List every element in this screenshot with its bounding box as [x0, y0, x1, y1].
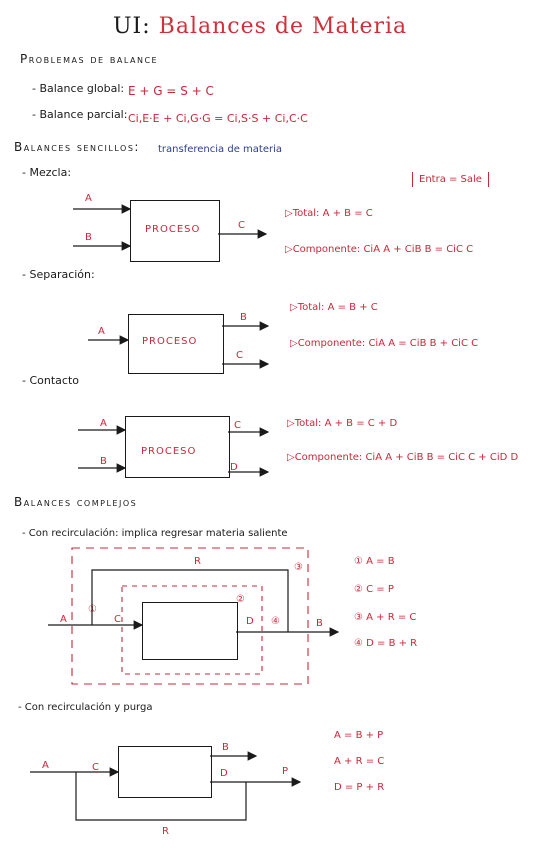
heading-complejos: Balances complejos — [14, 495, 138, 509]
stream-c-recirculacion: C — [114, 614, 121, 625]
process-box-mezcla — [130, 200, 220, 262]
stream-a-mezcla: A — [85, 193, 92, 204]
total-mezcla: ▷Total: A + B = C — [285, 208, 373, 219]
label-mezcla: - Mezcla: — [22, 166, 72, 179]
comp-separacion: ▷Componente: CiA A = CiB B + CiC C — [290, 338, 479, 349]
title-main: Balances de Materia — [158, 14, 408, 39]
process-box-recirculacion — [142, 602, 238, 660]
label-recirculacion: - Con recirculación: implica regresar ma… — [22, 528, 288, 539]
stream-p-purga: P — [282, 766, 289, 777]
dashed-boundary-inner — [121, 585, 263, 675]
heading-sencillos: Balances sencillos: — [14, 140, 140, 154]
label-purga: - Con recirculación y purga — [18, 702, 153, 713]
node-3: ③ — [294, 562, 303, 573]
label-contacto: - Contacto — [22, 374, 79, 387]
process-box-contacto — [125, 416, 230, 478]
stream-b-contacto: B — [100, 456, 107, 467]
node-4: ④ — [271, 616, 280, 627]
global-label: - Balance global: — [32, 82, 125, 95]
recycle-loop-recirculacion — [91, 569, 289, 632]
recycle-loop-purga — [75, 772, 247, 821]
stream-c-purga: C — [92, 762, 99, 773]
stream-b-separacion: B — [240, 312, 247, 323]
note-entra-sale: Entra = Sale — [412, 172, 489, 187]
stream-d-contacto: D — [230, 462, 238, 473]
dashed-boundary-outer — [71, 547, 309, 685]
stream-b-recirculacion: B — [316, 618, 323, 629]
eq-recirculacion-3: ③ A + R = C — [354, 612, 417, 623]
stream-d-purga: D — [220, 768, 228, 779]
eq-purga-3: D = P + R — [334, 782, 385, 793]
total-separacion: ▷Total: A = B + C — [290, 302, 378, 313]
eq-recirculacion-2: ② C = P — [354, 584, 394, 595]
subheading-sencillos: transferencia de materia — [158, 144, 282, 155]
parcial-label: - Balance parcial: — [32, 108, 128, 121]
total-contacto: ▷Total: A + B = C + D — [287, 418, 398, 429]
stream-b-mezcla: B — [85, 232, 92, 243]
stream-b-purga: B — [222, 742, 229, 753]
label-separacion: - Separación: — [22, 268, 95, 281]
comp-contacto: ▷Componente: CiA A + CiB B = CiC C + CiD… — [287, 452, 519, 463]
parcial-equation: Ci,E·E + Ci,G·G = Ci,S·S + Ci,C·C — [128, 112, 308, 125]
stream-c-separacion: C — [236, 350, 243, 361]
stream-c-contacto: C — [234, 420, 241, 431]
node-2: ② — [236, 594, 245, 605]
stream-a-contacto: A — [100, 418, 107, 429]
stream-r-purga: R — [162, 826, 169, 837]
process-label-separacion: PROCESO — [142, 336, 198, 347]
process-label-mezcla: PROCESO — [145, 224, 201, 235]
eq-recirculacion-1: ① A = B — [354, 556, 395, 567]
comp-mezcla: ▷Componente: CiA A + CiB B = CiC C — [285, 244, 474, 255]
stream-d-recirculacion: D — [246, 616, 254, 627]
page-title: UI: Balances de Materia — [113, 14, 407, 39]
stream-a-recirculacion: A — [60, 614, 67, 625]
stream-c-mezcla: C — [238, 220, 245, 231]
stream-r-recirculacion: R — [194, 556, 201, 567]
stream-a-purga: A — [42, 760, 49, 771]
title-prefix: UI: — [113, 14, 151, 39]
heading-problemas: Problemas de balance — [20, 52, 159, 66]
process-label-contacto: PROCESO — [141, 446, 197, 457]
stream-a-separacion: A — [98, 326, 105, 337]
eq-recirculacion-4: ④ D = B + R — [354, 638, 418, 649]
eq-purga-1: A = B + P — [334, 730, 384, 741]
global-equation: E + G = S + C — [128, 84, 214, 98]
eq-purga-2: A + R = C — [334, 756, 385, 767]
